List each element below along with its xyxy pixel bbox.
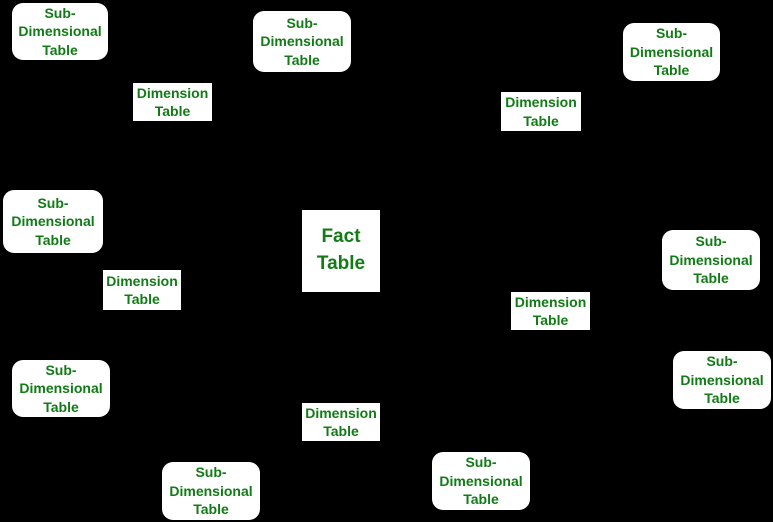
sub-dimensional-table-node: Sub- Dimensional Table	[3, 190, 103, 253]
sub-dimensional-table-node: Sub- Dimensional Table	[662, 230, 760, 290]
dimension-table-node: Dimension Table	[501, 92, 581, 131]
sub-dimensional-table-node: Sub- Dimensional Table	[432, 452, 530, 510]
dimension-table-node: Dimension Table	[103, 270, 181, 310]
dimension-table-node: Dimension Table	[511, 292, 590, 330]
dimension-table-node: Dimension Table	[302, 403, 380, 441]
fact-table-node: Fact Table	[302, 210, 380, 292]
sub-dimensional-table-node: Sub- Dimensional Table	[12, 3, 108, 60]
dimension-table-node: Dimension Table	[133, 83, 212, 121]
sub-dimensional-table-node: Sub- Dimensional Table	[623, 23, 720, 81]
sub-dimensional-table-node: Sub- Dimensional Table	[12, 360, 110, 417]
sub-dimensional-table-node: Sub- Dimensional Table	[673, 351, 771, 409]
sub-dimensional-table-node: Sub- Dimensional Table	[253, 11, 351, 72]
sub-dimensional-table-node: Sub- Dimensional Table	[162, 462, 260, 520]
